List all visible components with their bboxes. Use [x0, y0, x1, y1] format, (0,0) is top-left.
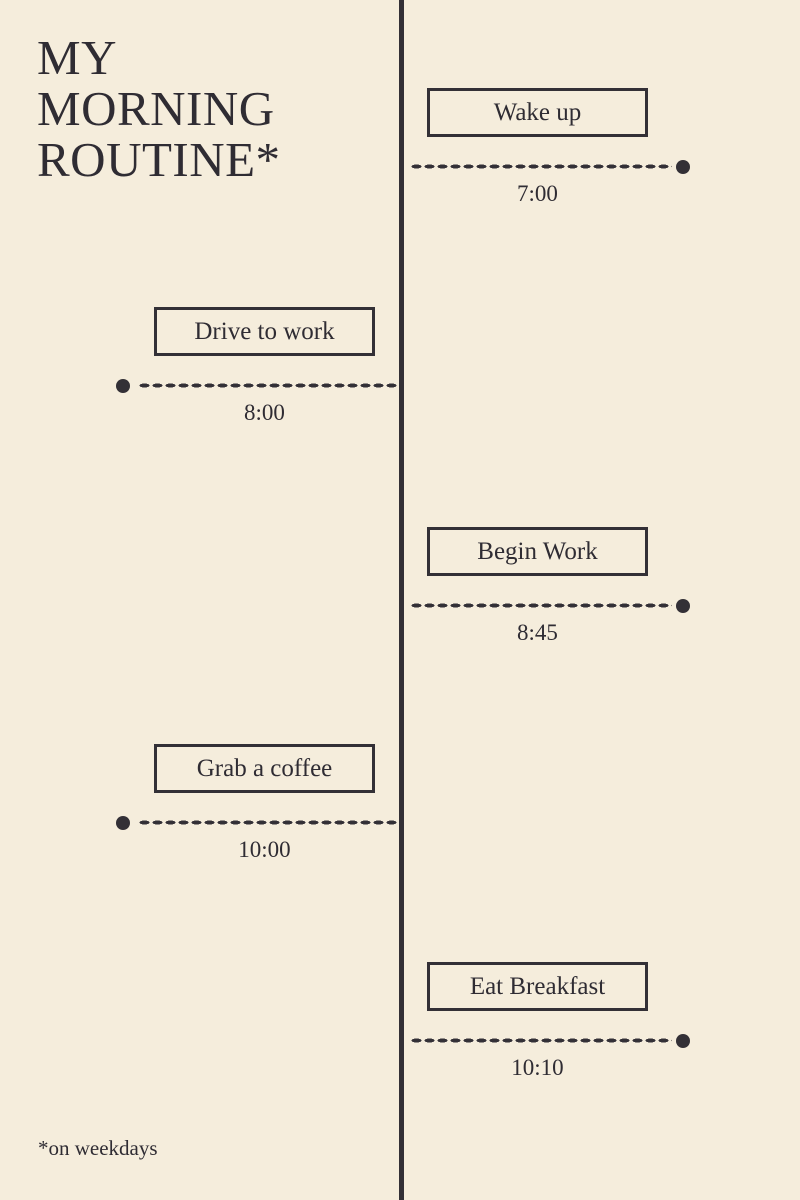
dotted-line	[138, 820, 401, 825]
timeline-entry: Begin Work 8:45	[410, 527, 690, 645]
timeline-entry: Wake up 7:00	[410, 88, 690, 206]
endpoint-dot	[116, 379, 130, 393]
endpoint-dot	[676, 160, 690, 174]
page-title: My Morning Routine*	[37, 30, 281, 187]
event-connector	[410, 599, 690, 613]
event-label-box[interactable]: Grab a coffee	[154, 744, 375, 793]
event-label: Begin Work	[477, 538, 598, 565]
event-label-box[interactable]: Drive to work	[154, 307, 375, 356]
endpoint-dot	[676, 599, 690, 613]
event-connector	[116, 816, 401, 830]
event-label-box[interactable]: Eat Breakfast	[427, 962, 648, 1011]
timeline-entry: Eat Breakfast 10:10	[410, 962, 690, 1080]
timeline-entry: Grab a coffee 10:00	[110, 744, 401, 862]
footnote: *on weekdays	[38, 1136, 158, 1160]
event-label-box[interactable]: Wake up	[427, 88, 648, 137]
dotted-line	[410, 164, 672, 169]
dotted-line	[410, 1038, 672, 1043]
event-connector	[116, 379, 401, 393]
event-time: 10:10	[511, 1055, 564, 1080]
event-time: 10:00	[238, 837, 291, 862]
timeline-entry: Drive to work 8:00	[110, 307, 401, 425]
event-time: 8:45	[517, 620, 558, 645]
event-label: Drive to work	[194, 318, 335, 345]
event-time: 8:00	[244, 400, 285, 425]
event-label-box[interactable]: Begin Work	[427, 527, 648, 576]
timeline-axis	[399, 0, 404, 1200]
event-label: Wake up	[493, 99, 582, 126]
endpoint-dot	[676, 1034, 690, 1048]
event-label: Grab a coffee	[196, 755, 333, 782]
dotted-line	[138, 383, 401, 388]
event-connector	[410, 1034, 690, 1048]
event-time: 7:00	[517, 181, 558, 206]
dotted-line	[410, 603, 672, 608]
endpoint-dot	[116, 816, 130, 830]
event-connector	[410, 160, 690, 174]
event-label: Eat Breakfast	[469, 973, 606, 1000]
